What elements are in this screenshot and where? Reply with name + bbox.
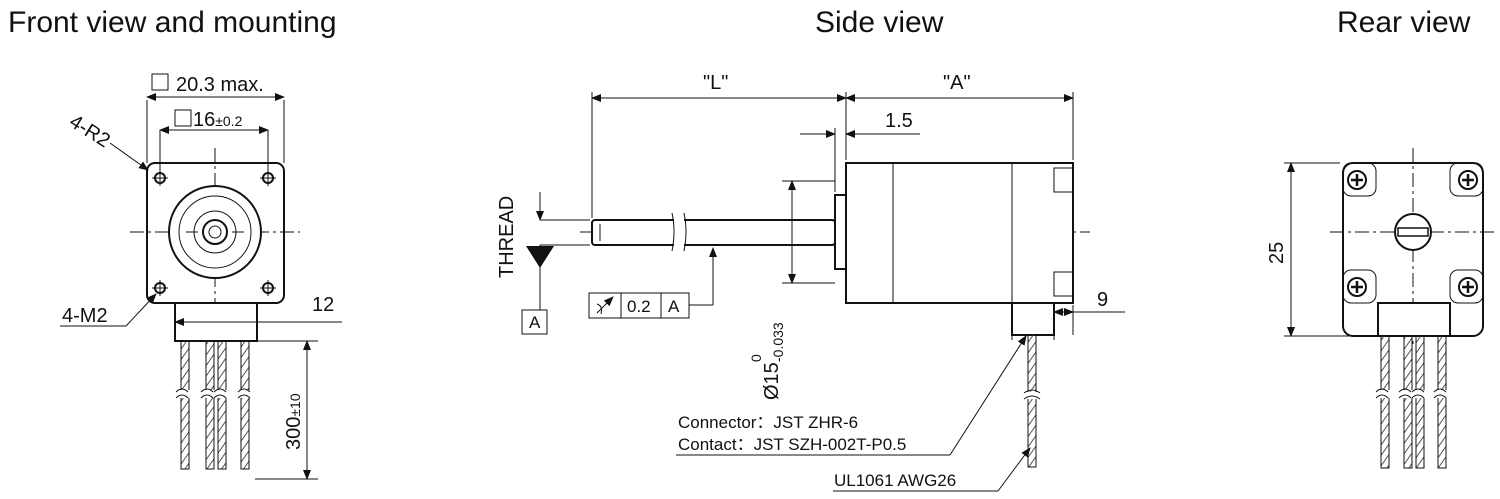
dim-hole-pitch: 16±0.2 — [193, 109, 243, 131]
label-mounting-holes: 4-M2 — [62, 305, 108, 327]
front-view: 20.3 max. 16±0.2 4-R2 4-M2 12 300±10 — [60, 73, 342, 480]
dim-lead-length: 300±10 — [283, 393, 305, 450]
side-lead-screw — [591, 219, 836, 246]
front-shaft — [202, 219, 228, 245]
svg-text:Ø15: Ø15 — [761, 362, 783, 400]
side-lead — [1027, 334, 1037, 468]
dim-boss-diameter: Ø15 0 -0.033 — [748, 322, 786, 400]
datum-triangle — [526, 246, 554, 268]
dim-connector-width: 12 — [312, 294, 334, 316]
dim-rear-height: 25 — [1266, 242, 1288, 264]
front-leads — [175, 340, 254, 470]
side-boss — [834, 194, 847, 270]
svg-text:0.2: 0.2 — [627, 297, 651, 316]
runout-tolerance-frame: 0.2 A — [588, 247, 717, 319]
dim-flange-max: 20.3 max. — [176, 74, 264, 96]
side-view-title: Side view — [815, 6, 944, 39]
rear-leads — [1375, 335, 1450, 469]
dim-body-length: "A" — [943, 72, 971, 94]
svg-text:A: A — [668, 297, 680, 316]
label-corner-radius: 4-R2 — [65, 111, 113, 153]
front-mounting-holes — [152, 170, 276, 296]
side-connector — [1011, 302, 1055, 336]
svg-text:-0.033: -0.033 — [770, 322, 786, 362]
rear-view: 25 — [1266, 148, 1497, 469]
note-wire: UL1061 AWG26 — [834, 471, 956, 490]
label-thread: THREAD — [496, 196, 518, 278]
svg-text:0: 0 — [748, 354, 764, 362]
side-view: "L" "A" 1.5 Ø15 0 -0.033 THREAD A — [496, 72, 1125, 492]
side-motor-body — [845, 162, 1074, 304]
note-contact: Contact：JST SZH-002T-P0.5 — [678, 435, 906, 454]
rear-view-title: Rear view — [1337, 6, 1471, 39]
note-connector: Connector：JST ZHR-6 — [678, 413, 858, 432]
datum-label: A — [529, 313, 541, 332]
rear-connector — [1377, 302, 1451, 337]
front-view-title: Front view and mounting — [8, 6, 337, 39]
dim-boss-height: 1.5 — [885, 110, 913, 132]
rear-screws — [1342, 162, 1484, 304]
dim-shaft-length: "L" — [703, 72, 728, 94]
dim-connector-offset: 9 — [1097, 289, 1108, 311]
